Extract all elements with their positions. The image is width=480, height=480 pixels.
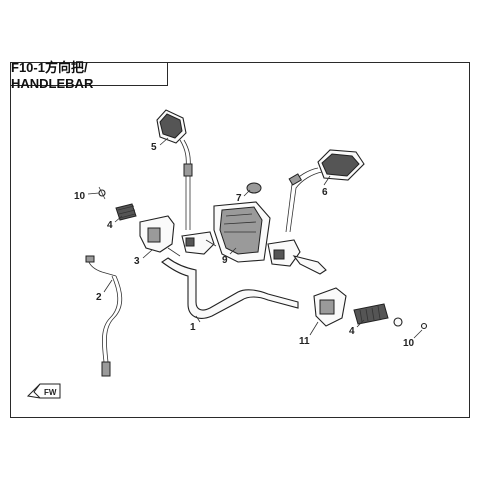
leader-3 <box>142 249 153 259</box>
leader-7 <box>243 189 251 197</box>
leader-11 <box>309 321 319 336</box>
callout-4-right: 4 <box>349 326 355 337</box>
leader-2 <box>103 279 113 293</box>
leader-5 <box>159 137 169 146</box>
callout-9: 9 <box>222 255 228 266</box>
throttle-cable <box>85 255 123 377</box>
leader-lines <box>87 137 423 339</box>
right-brake-lever <box>267 239 327 275</box>
left-lever-assembly <box>181 231 217 255</box>
leader-4a <box>114 215 123 223</box>
forward-direction-stamp: FW <box>26 383 61 399</box>
right-switch-housing <box>313 287 347 327</box>
right-bar-end-screw <box>420 322 428 330</box>
instrument-cover <box>213 201 271 263</box>
callout-10-right: 10 <box>403 338 415 349</box>
callout-5: 5 <box>151 142 157 153</box>
left-grip <box>115 203 137 221</box>
left-mirror <box>156 109 193 230</box>
left-switch-housing <box>139 215 181 257</box>
leader-9 <box>229 247 237 255</box>
leader-10a <box>87 192 100 195</box>
left-bar-end-screw <box>98 186 106 200</box>
right-grip <box>353 303 403 327</box>
forward-stamp-label: FW <box>44 388 57 397</box>
leader-6 <box>323 175 331 186</box>
handlebar-tube <box>161 257 299 319</box>
right-mirror <box>285 149 365 233</box>
diagram-title: F10-1方向把/ HANDLEBAR <box>10 60 168 91</box>
callout-7: 7 <box>236 193 242 204</box>
callout-3: 3 <box>134 256 140 267</box>
leader-1 <box>195 315 201 323</box>
leader-10b <box>413 329 423 339</box>
callout-4-left: 4 <box>107 220 113 231</box>
leader-4b <box>356 319 365 328</box>
callout-2: 2 <box>96 292 102 303</box>
callout-6: 6 <box>322 187 328 198</box>
rubber-cap <box>246 182 262 194</box>
callout-11: 11 <box>299 336 310 347</box>
callout-10-left: 10 <box>74 191 86 202</box>
callout-1: 1 <box>190 322 196 333</box>
